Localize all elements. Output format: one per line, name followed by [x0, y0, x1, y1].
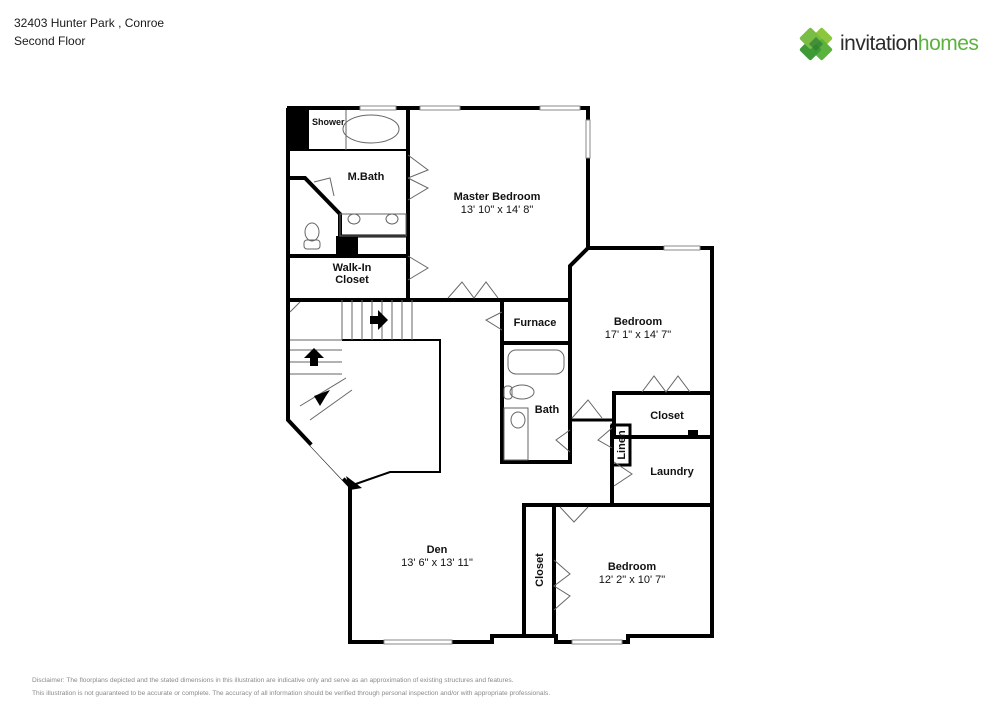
wall-bath [500, 298, 572, 464]
wall-master-corner [568, 246, 590, 300]
floor-label: Second Floor [14, 34, 86, 48]
room-label-closet3: Closet [534, 553, 546, 587]
disclaimer-line-1: Disclaimer: The floorplans depicted and … [32, 677, 514, 684]
disclaimer-line-2: This illustration is not guaranteed to b… [32, 690, 551, 697]
room-label-mbath: M.Bath [348, 171, 385, 183]
room-label-bedroom2: Bedroom [614, 316, 663, 328]
room-label-linen: Linen [616, 430, 628, 460]
clover-logo-icon [799, 27, 833, 61]
stairs-arrow-diag-icon [314, 390, 330, 406]
room-label-walkin-2: Closet [335, 274, 369, 286]
brand-logo: invitationhomes [798, 26, 979, 62]
stairs-arrow-right-icon [370, 310, 388, 330]
room-dims-master: 13' 10" x 14' 8" [461, 204, 534, 216]
disclaimer: Disclaimer: The floorplans depicted and … [32, 674, 550, 700]
room-dims-den: 13' 6" x 13' 11" [401, 557, 473, 569]
room-dims-bedroom2: 17' 1" x 14' 7" [605, 329, 672, 341]
address-text: 32403 Hunter Park , Conroe [14, 16, 165, 30]
room-label-master: Master Bedroom [454, 191, 541, 203]
stairs [289, 300, 413, 421]
wall-west [286, 108, 352, 488]
stairs-arrow-up-icon [304, 348, 324, 366]
room-label-shower: Shower [312, 117, 345, 127]
wall-closet3 [522, 503, 556, 638]
room-label-closet2: Closet [650, 410, 684, 422]
room-dims-bedroom3: 12' 2" x 10' 7" [599, 574, 666, 586]
room-label-bedroom3: Bedroom [608, 561, 657, 573]
room-label-furnace: Furnace [514, 317, 557, 329]
room-label-walkin-1: Walk-In [333, 262, 372, 274]
room-label-bath: Bath [535, 404, 560, 416]
room-label-den: Den [427, 544, 448, 556]
room-label-laundry: Laundry [650, 466, 694, 478]
brand-name: invitationhomes [840, 32, 979, 55]
header: 32403 Hunter Park , Conroe Second Floor [14, 14, 164, 50]
